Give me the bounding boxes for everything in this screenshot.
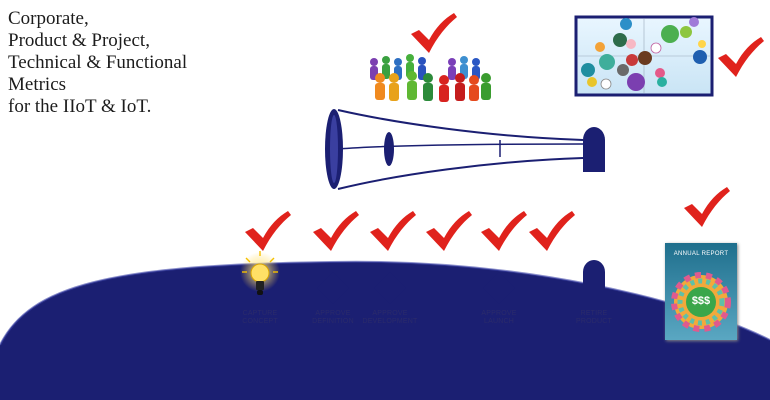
stage-marker-retire-product [583, 260, 605, 304]
stage-label-line1: RETIRE [580, 310, 608, 317]
title-line-1: Corporate, [8, 8, 89, 29]
title-line-4: Metrics [8, 74, 67, 95]
stage-label-line1: APPROVE [372, 310, 408, 317]
bubble-chart-icon [574, 15, 714, 97]
stage-label-approve-definition: APPROVE DEFINITION [308, 310, 358, 326]
stage-label-approve-launch: APPROVE LAUNCH [474, 310, 524, 326]
stage-label-approve-development: APPROVE DEVELOPMENT [360, 310, 420, 326]
checkmark-people [411, 13, 457, 53]
checkmark-approve-development [370, 211, 416, 251]
title-line-5: for the IIoT & IoT. [8, 96, 152, 117]
annual-report-title: ANNUAL REPORT [673, 251, 729, 257]
checkmark-icon [245, 13, 764, 251]
checkmark-report [684, 187, 730, 227]
footer-swoosh [0, 261, 770, 400]
annual-report-icon: ANNUAL REPORT $$$ [665, 243, 737, 340]
stage-timeline [272, 260, 605, 304]
checkmark-bubble-chart [718, 37, 764, 77]
checkmark-retire-product [529, 211, 575, 251]
checkmark-approve-definition [313, 211, 359, 251]
stage-label-retire-product: RETIRE PRODUCT [569, 310, 619, 326]
page-title: Corporate, Product & Project, Technical … [8, 8, 268, 118]
checkmark-approve-launch-1 [426, 211, 472, 251]
stage-label-line2: LAUNCH [484, 318, 514, 325]
funnel-icon [325, 109, 605, 190]
lightbulb-icon [240, 251, 280, 295]
stage-marker-approve-development [374, 272, 406, 304]
stage-label-line2: CONCEPT [242, 318, 278, 325]
stage-marker-approve-launch [483, 272, 515, 304]
title-line-3: Technical & Functional [8, 52, 188, 73]
stage-marker-approve-definition [317, 272, 349, 304]
stage-label-line1: CAPTURE [242, 310, 278, 317]
stage-label-capture-concept: CAPTURE CONCEPT [235, 310, 285, 326]
annual-report-symbol: $$$ [691, 295, 711, 307]
checkmark-approve-launch-2 [481, 211, 527, 251]
checkmark-capture-concept [245, 211, 291, 251]
people-group-icon [370, 54, 491, 102]
stage-label-line2: PRODUCT [575, 318, 612, 325]
stage-label-line1: APPROVE [481, 310, 517, 317]
stage-label-line2: DEFINITION [312, 318, 354, 325]
stage-label-line2: DEVELOPMENT [362, 318, 418, 325]
title-line-2: Product & Project, [8, 30, 150, 51]
stage-label-line1: APPROVE [315, 310, 351, 317]
